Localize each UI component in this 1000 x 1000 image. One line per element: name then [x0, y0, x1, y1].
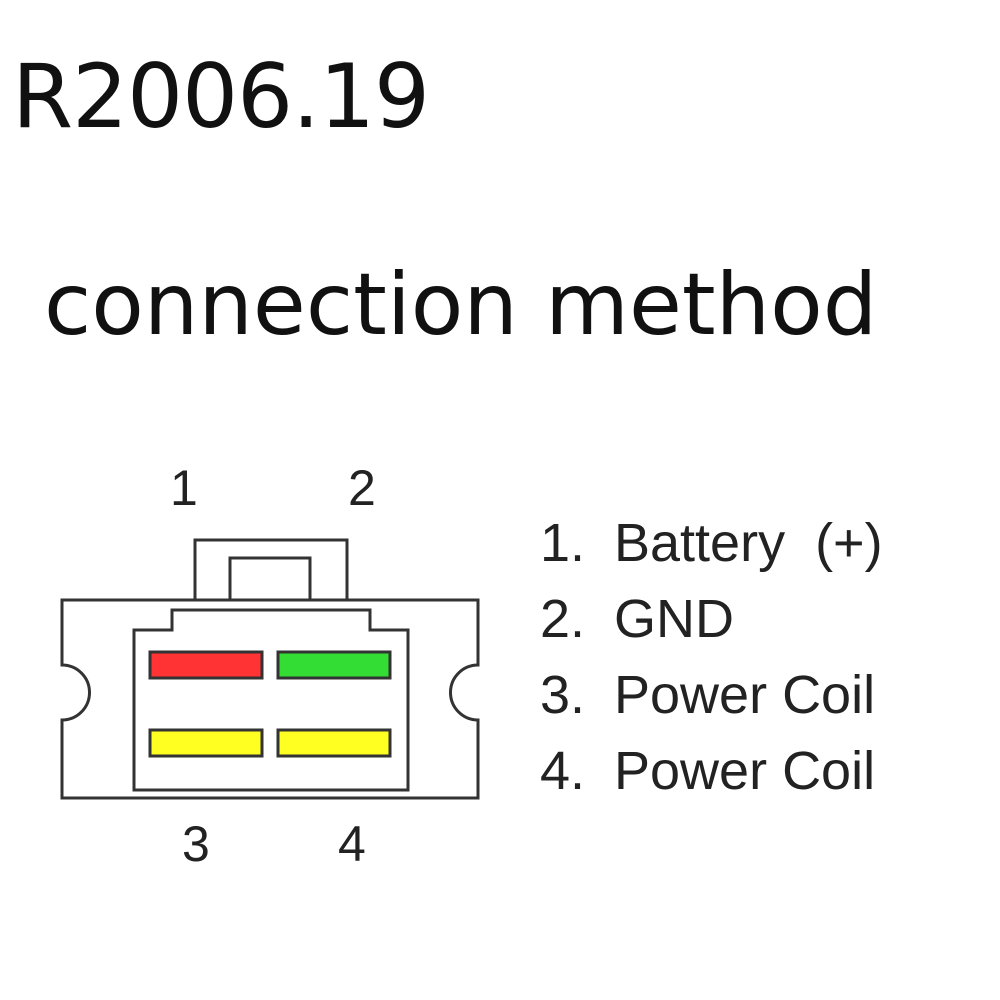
pin-1-label: 1	[170, 460, 198, 516]
legend-number: 3.	[540, 665, 586, 725]
pin-2-label: 2	[348, 460, 376, 516]
legend-item: 1. Battery (+)	[540, 505, 883, 581]
pin-4-label: 4	[338, 816, 366, 872]
legend-item: 3. Power Coil	[540, 657, 883, 733]
legend-number: 1.	[540, 513, 586, 573]
pin-1-terminal	[148, 650, 264, 680]
pin-terminals	[148, 650, 392, 758]
pin-4-terminal	[276, 728, 392, 758]
legend-number: 2.	[540, 589, 586, 649]
housing-inner	[132, 608, 410, 792]
pin-3-terminal	[148, 728, 264, 758]
connector-outline	[60, 538, 480, 800]
pin-legend: 1. Battery (+) 2. GND 3. Power Coil 4. Power…	[540, 505, 883, 809]
latch-outer	[193, 538, 349, 600]
legend-label: Power Coil	[614, 665, 876, 725]
latch-inner	[228, 556, 312, 600]
model-number-title: R2006.19	[12, 45, 430, 148]
legend-number: 4.	[540, 741, 586, 801]
legend-item: 4. Power Coil	[540, 733, 883, 809]
legend-label: Battery (+)	[614, 513, 883, 573]
pin-3-label: 3	[182, 816, 210, 872]
pin-2-terminal	[276, 650, 392, 680]
legend-item: 2. GND	[540, 581, 883, 657]
connector-diagram: 1 2 3 4	[0, 440, 1000, 920]
connector-housing	[60, 538, 480, 800]
legend-label: Power Coil	[614, 741, 876, 801]
legend-label: GND	[614, 589, 734, 649]
connection-method-heading: connection method	[44, 255, 878, 355]
housing-outer	[60, 598, 480, 800]
